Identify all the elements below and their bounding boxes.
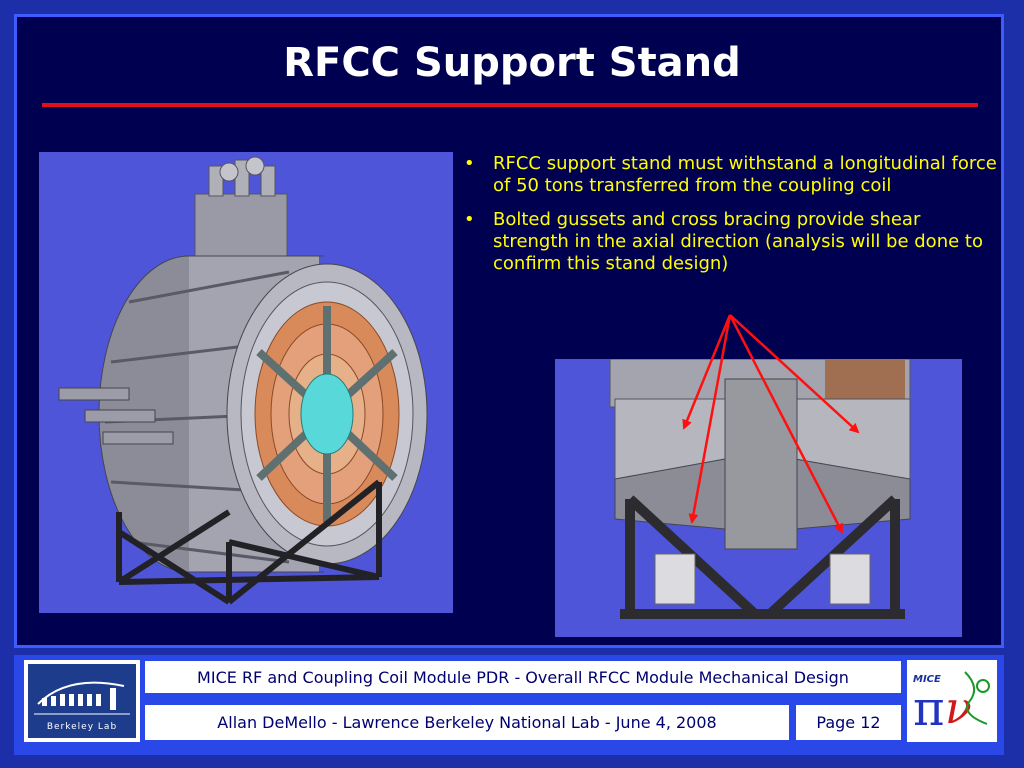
berkeley-lab-building-icon — [34, 681, 130, 715]
author-text: Allan DeMello - Lawrence Berkeley Nation… — [217, 713, 717, 732]
bullet-list: •RFCC support stand must withstand a lon… — [462, 153, 997, 287]
bullet-text: RFCC support stand must withstand a long… — [493, 153, 997, 196]
page-number-box: Page 12 — [796, 705, 901, 740]
bullet-item: •RFCC support stand must withstand a lon… — [464, 153, 997, 196]
slide-title: RFCC Support Stand — [283, 40, 741, 86]
berkeley-lab-logo-text: Berkeley Lab — [46, 722, 118, 732]
author-box: Allan DeMello - Lawrence Berkeley Nation… — [145, 705, 789, 740]
berkeley-lab-logo: Berkeley Lab — [24, 660, 140, 742]
mice-logo-text: MICE — [913, 674, 941, 685]
rfcc-module-render — [39, 152, 453, 613]
stand-detail-drawing — [609, 359, 911, 619]
module-title-box: MICE RF and Coupling Coil Module PDR - O… — [145, 661, 901, 693]
title-underline — [42, 103, 978, 107]
particle-track-icon — [964, 671, 990, 725]
pi-symbol-icon: π — [913, 681, 945, 737]
bullet-text: Bolted gussets and cross bracing provide… — [493, 209, 983, 274]
rfcc-module-drawing — [58, 156, 428, 605]
mice-logo: MICE π ν — [907, 660, 997, 742]
bullet-item: •Bolted gussets and cross bracing provid… — [464, 209, 983, 274]
page-number-text: Page 12 — [816, 713, 881, 732]
module-title-text: MICE RF and Coupling Coil Module PDR - O… — [197, 667, 849, 687]
stand-detail-render — [555, 359, 962, 637]
